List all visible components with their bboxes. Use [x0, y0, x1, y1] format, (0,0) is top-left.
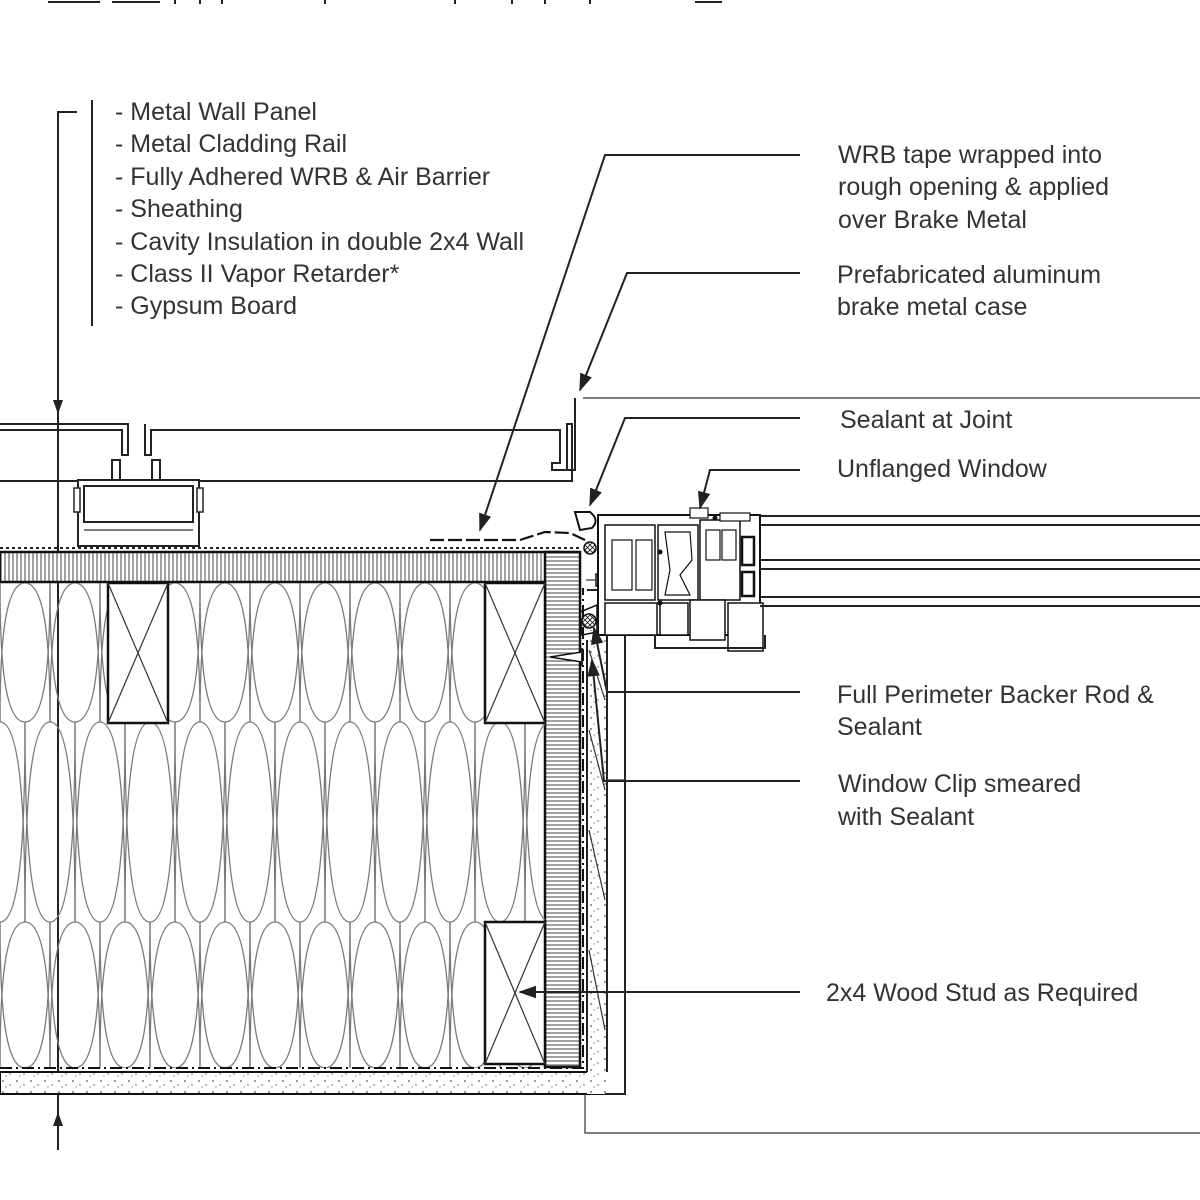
insulation-batt-curve	[399, 921, 451, 1068]
insulation-batt-curve	[424, 721, 476, 923]
insulation-batt-curve	[149, 921, 201, 1068]
sealant-backer-rod	[573, 511, 598, 636]
insulation-batt-curve	[324, 721, 376, 923]
insulation-batt-curve	[199, 583, 251, 723]
insulation-batt-curve	[399, 921, 451, 1068]
insulation-batt-curve	[299, 921, 351, 1068]
insulation-batt-curve	[249, 583, 301, 723]
callout-wood-stud: 2x4 Wood Stud as Required	[826, 979, 1138, 1007]
insulation-batt-curve	[74, 721, 126, 923]
material-item: - Fully Adhered WRB & Air Barrier	[115, 163, 490, 191]
callout-line: over Brake Metal	[838, 206, 1027, 234]
wood-stud	[106, 581, 170, 725]
insulation-batt-curve	[74, 721, 126, 923]
material-item: - Gypsum Board	[115, 292, 297, 320]
callout-line: Sealant at Joint	[840, 406, 1012, 434]
callout-brake-metal: Prefabricated aluminum brake metal case	[837, 261, 1101, 321]
material-item: - Metal Cladding Rail	[115, 130, 347, 158]
insulation-batt-curve	[199, 583, 251, 723]
insulation-batt-curve	[274, 721, 326, 923]
sheathing-top	[0, 550, 562, 584]
callout-window-clip: Window Clip smeared with Sealant	[837, 770, 1081, 831]
callout-line: Full Perimeter Backer Rod &	[837, 681, 1154, 709]
callout-leaders	[479, 154, 800, 999]
metal-wall-panel	[0, 398, 576, 482]
glazing-unit	[760, 515, 1200, 607]
metal-cladding-rail	[73, 459, 204, 547]
material-list: - Metal Wall Panel - Metal Cladding Rail…	[115, 98, 524, 320]
insulation-batt-curve	[324, 721, 376, 923]
callout-wrb-tape: WRB tape wrapped into rough opening & ap…	[838, 141, 1109, 234]
insulation-batt-curve	[0, 583, 51, 723]
insulation-batt-curve	[349, 583, 401, 723]
insulation-batt-curve	[99, 921, 151, 1068]
insulation-batt-curve	[174, 721, 226, 923]
sheathing-side	[543, 550, 582, 1069]
insulation-batt-curve	[24, 721, 76, 923]
material-item: - Metal Wall Panel	[115, 98, 317, 126]
callout-line: Sealant	[837, 713, 922, 741]
insulation-batt-curve	[149, 921, 201, 1068]
insulation-batt-curve	[374, 721, 426, 923]
callout-line: brake metal case	[837, 293, 1027, 321]
material-item: - Cavity Insulation in double 2x4 Wall	[115, 228, 524, 256]
callout-backer-rod: Full Perimeter Backer Rod & Sealant	[837, 681, 1154, 741]
unflanged-window-frame	[597, 507, 766, 652]
insulation-batt-curve	[124, 721, 176, 923]
insulation-batt-curve	[199, 921, 251, 1068]
insulation-batt-curve	[349, 921, 401, 1068]
insulation-batt-curve	[474, 721, 526, 923]
insulation-batt-curve	[0, 583, 51, 723]
insulation-batt-curve	[249, 921, 301, 1068]
callout-line: 2x4 Wood Stud as Required	[826, 979, 1138, 1007]
insulation-batt-curve	[199, 921, 251, 1068]
callout-line: Unflanged Window	[837, 455, 1048, 483]
insulation-batt-curve	[224, 721, 276, 923]
insulation-batt-curve	[424, 721, 476, 923]
insulation-batt-curve	[49, 921, 101, 1068]
insulation-batt-curve	[399, 583, 451, 723]
callout-unflanged-window: Unflanged Window	[837, 455, 1048, 483]
callout-line: with Sealant	[837, 803, 974, 831]
insulation-batt-curve	[299, 921, 351, 1068]
insulation-batt-curve	[124, 721, 176, 923]
insulation-batt-curve	[24, 721, 76, 923]
insulation-batt-curve	[0, 921, 51, 1068]
material-item: - Class II Vapor Retarder*	[115, 260, 400, 288]
callout-sealant-joint: Sealant at Joint	[840, 406, 1012, 434]
gypsum-board	[0, 629, 1200, 1134]
insulation-batt-curve	[349, 921, 401, 1068]
insulation-batt-curve	[349, 583, 401, 723]
insulation-batt-curve	[0, 921, 51, 1068]
material-item: - Sheathing	[115, 195, 243, 223]
material-list-leader	[53, 100, 93, 1150]
insulation-batt-curve	[399, 583, 451, 723]
callout-line: Window Clip smeared	[838, 770, 1081, 798]
cropped-top-fragments	[48, 0, 722, 4]
insulation-batt-curve	[249, 583, 301, 723]
insulation-batt-curve	[524, 721, 545, 921]
callout-line: WRB tape wrapped into	[838, 141, 1102, 169]
insulation-batt-curve	[99, 921, 151, 1068]
insulation-batt-curve	[274, 721, 326, 923]
insulation-batt-curve	[0, 721, 26, 923]
insulation-batt-curve	[474, 721, 526, 923]
insulation-batt-curve	[0, 721, 26, 923]
insulation-batt-curve	[524, 723, 545, 923]
insulation-batt-curve	[49, 583, 101, 723]
insulation-batt-curve	[374, 721, 426, 923]
insulation-batt-curve	[49, 921, 101, 1068]
insulation-batt-curve	[299, 583, 351, 723]
wood-stud	[483, 581, 547, 725]
vapor-retarder	[0, 588, 584, 1069]
insulation-batt-curve	[299, 583, 351, 723]
callout-line: rough opening & applied	[838, 173, 1109, 201]
insulation-batt-curve	[174, 721, 226, 923]
insulation-batt-curve	[224, 721, 276, 923]
wrb-tape	[430, 530, 586, 542]
insulation-batt-curve	[249, 921, 301, 1068]
callout-line: Prefabricated aluminum	[837, 261, 1101, 289]
